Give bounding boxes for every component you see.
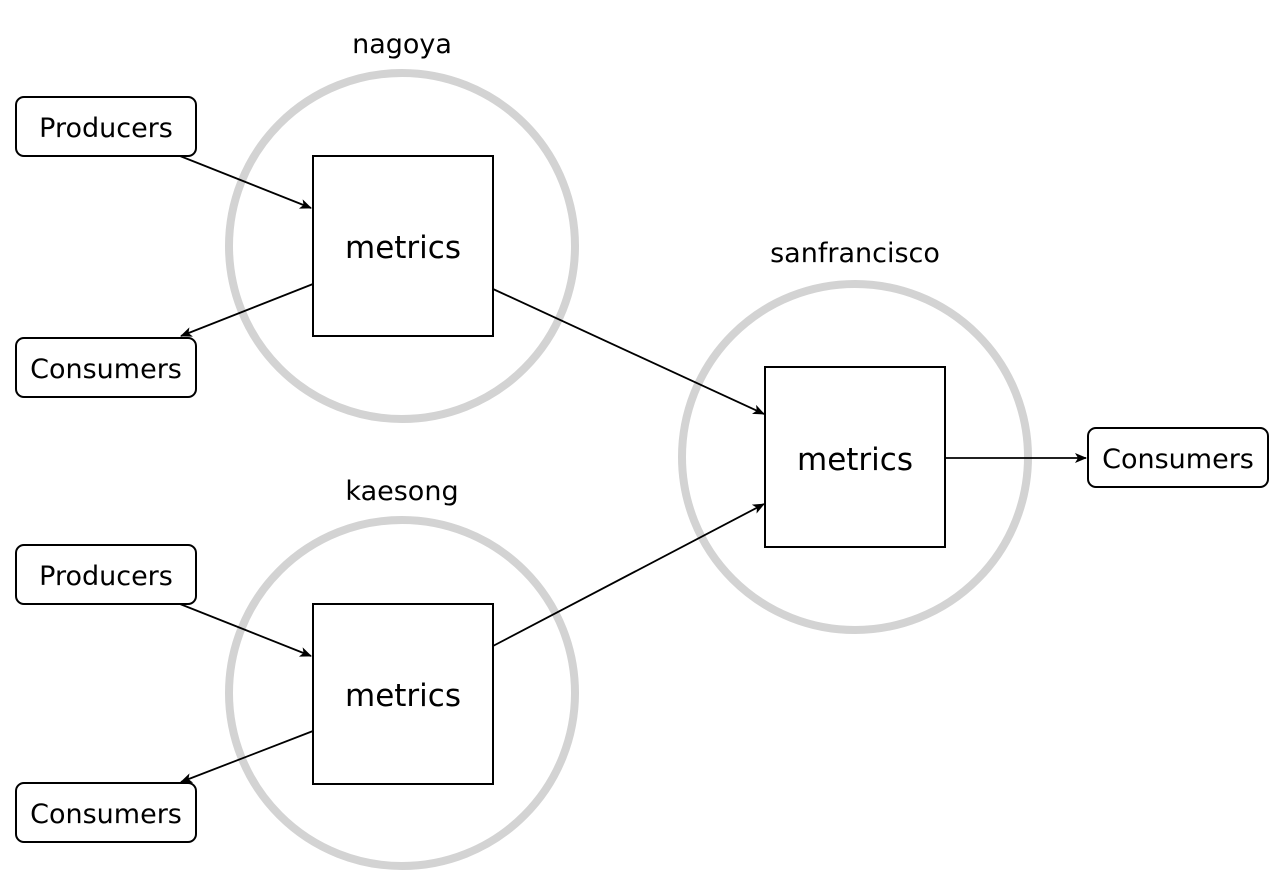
producers-label-kaesong: Producers (39, 561, 173, 592)
producers-box-kaesong (15, 544, 197, 605)
cluster-ring-sanfrancisco (678, 280, 1032, 634)
cluster-ring-kaesong (225, 516, 579, 870)
edge-nagoya-producers-to-metrics (179, 155, 312, 209)
producers-label-nagoya: Producers (39, 113, 173, 144)
edge-kaesong-to-sanfrancisco (492, 503, 765, 647)
edge-nagoya-to-sanfrancisco (492, 288, 765, 415)
cluster-label-sanfrancisco: sanfrancisco (770, 238, 940, 269)
cluster-label-kaesong: kaesong (345, 476, 458, 507)
producers-box-nagoya (15, 96, 197, 157)
cluster-label-nagoya: nagoya (352, 29, 452, 60)
topic-label-kaesong: metrics (345, 678, 461, 714)
consumers-label-sanfrancisco: Consumers (1102, 444, 1254, 475)
topic-box-nagoya (312, 155, 494, 337)
topic-box-sanfrancisco (764, 366, 946, 548)
cluster-ring-nagoya (225, 69, 579, 423)
topic-box-kaesong (312, 603, 494, 785)
edge-kaesong-metrics-to-consumers (180, 730, 314, 783)
consumers-box-kaesong (15, 782, 197, 843)
consumers-label-nagoya: Consumers (30, 354, 182, 385)
edge-kaesong-producers-to-metrics (179, 603, 312, 657)
consumers-box-nagoya (15, 337, 197, 398)
consumers-label-kaesong: Consumers (30, 799, 182, 830)
edge-nagoya-metrics-to-consumers (180, 283, 314, 337)
topic-label-sanfrancisco: metrics (797, 442, 913, 478)
topic-label-nagoya: metrics (345, 230, 461, 266)
consumers-box-sanfrancisco (1087, 427, 1269, 488)
